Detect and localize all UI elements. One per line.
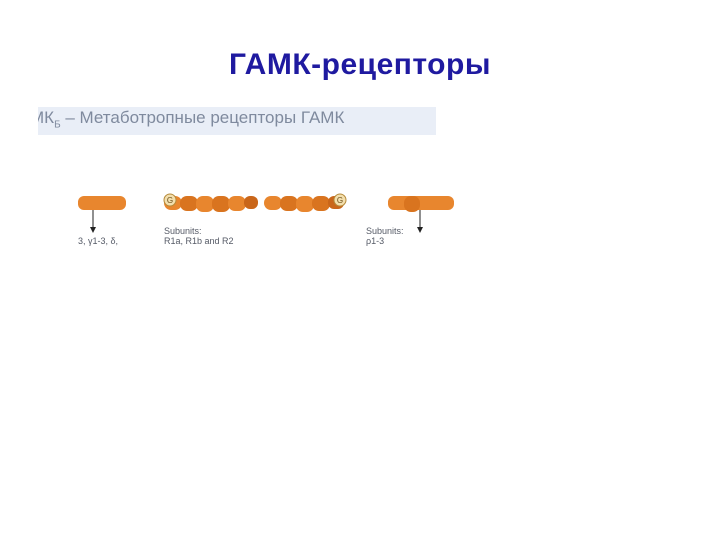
g-protein-icon	[333, 193, 347, 207]
slide-title: ГАМК-рецепторы	[229, 48, 491, 81]
subunit-label-line1: 3, γ1-3, δ,	[78, 236, 119, 246]
subunit-label-line1: Subunits:	[366, 226, 404, 236]
gabaa-receptor	[78, 196, 126, 233]
gabac-receptor	[388, 196, 454, 233]
caption-rest: – Метаботропные рецепторы ГАМК	[60, 108, 345, 127]
subunit-label-line2: ρ1-3	[366, 236, 385, 246]
caption-main: МК	[38, 108, 55, 127]
subunit-label-gabab: Subunits: R1a, R1b and R2	[164, 226, 234, 246]
subunit-label-gabaa: 3, γ1-3, δ,	[78, 236, 118, 246]
figure-caption: МКБ – Метаботропные рецепторы ГАМК	[38, 108, 344, 130]
caption-band: МКБ – Метаботропные рецепторы ГАМК	[38, 107, 436, 135]
receptor-diagram: G G	[78, 193, 454, 233]
subunit-label-gabac: Subunits: ρ1-3	[366, 226, 404, 246]
gabab-receptor-r2: G	[264, 193, 347, 212]
gabab-receptor-r1: G	[163, 193, 258, 212]
subunit-label-line1: Subunits:	[164, 226, 202, 236]
receptor-figure: МКБ – Метаботропные рецепторы ГАМК G	[38, 107, 454, 257]
subunit-label-line2: R1a, R1b and R2	[164, 236, 234, 246]
g-protein-label-2: G	[337, 196, 343, 205]
g-protein-icon	[163, 193, 177, 207]
g-protein-label: G	[167, 196, 173, 205]
caption-subscript: Б	[54, 119, 61, 131]
